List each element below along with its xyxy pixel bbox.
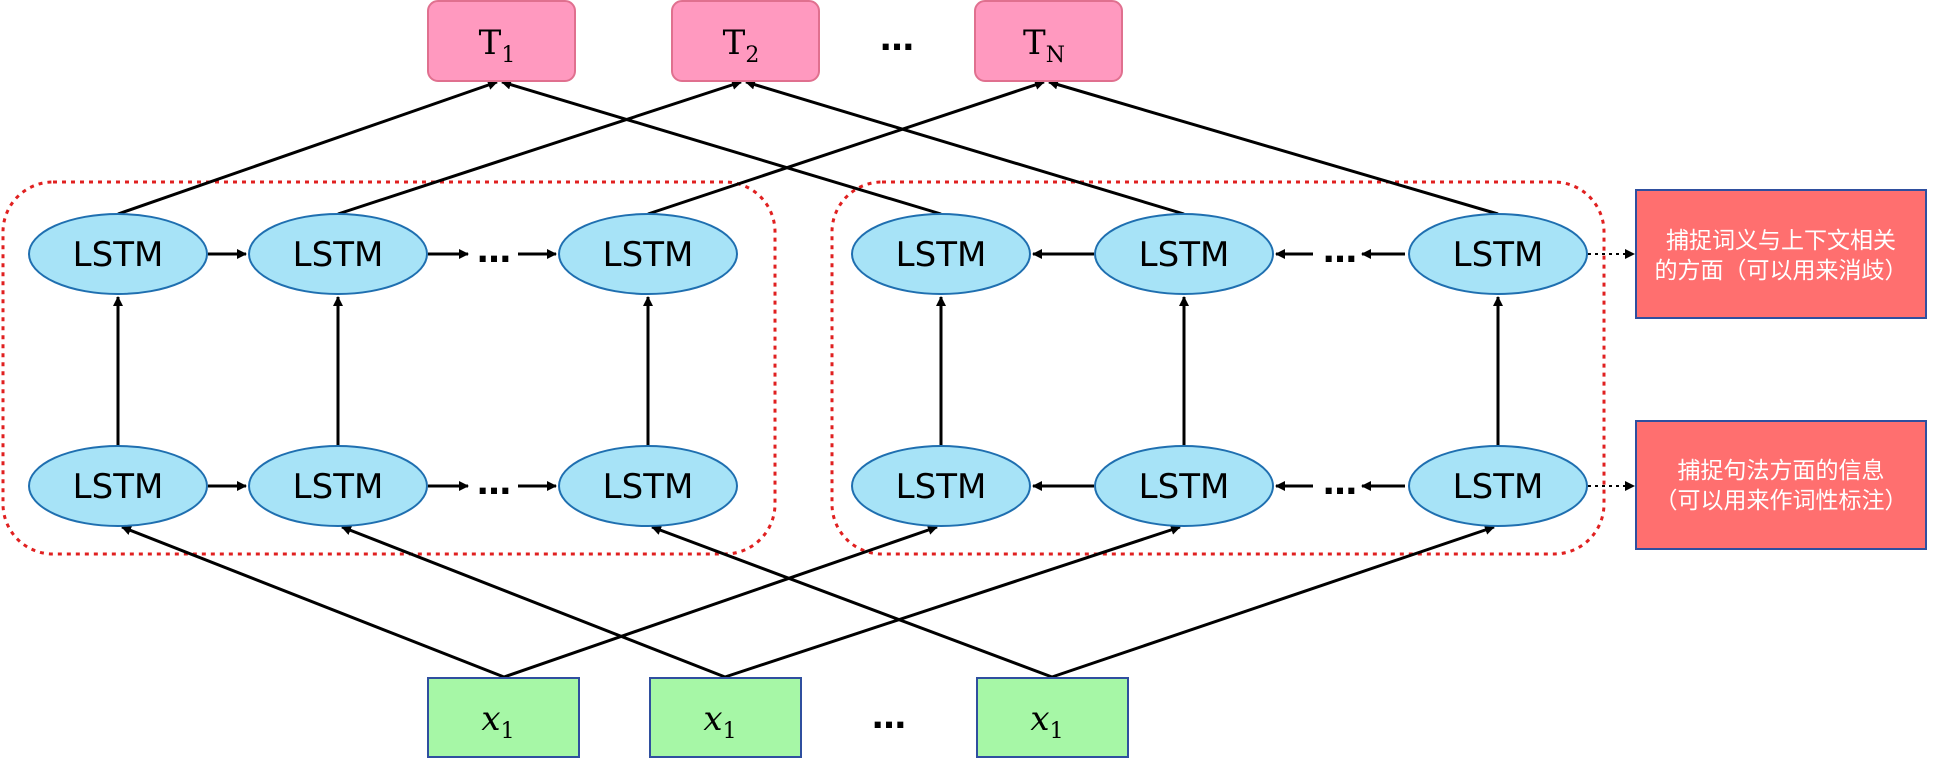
lstm-fwd-top-2: LSTM <box>248 213 428 295</box>
output-tn-base: T <box>1023 23 1046 63</box>
lstm-label: LSTM <box>1139 467 1230 507</box>
input-ellipsis: … <box>872 697 906 737</box>
svg-text:x1: x1 <box>703 699 736 744</box>
link-x3-bwd3 <box>1051 525 1495 679</box>
svg-text:T2: T2 <box>723 23 760 68</box>
link-x1-bwd1 <box>503 525 938 679</box>
note-syntactic: 捕捉句法方面的信息 （可以用来作词性标注） <box>1635 420 1927 550</box>
output-t1-sub: 1 <box>501 43 515 68</box>
lstm-bwd-bottom-2: LSTM <box>1094 445 1274 527</box>
lstm-label: LSTM <box>73 467 164 507</box>
link-bwd2-t2 <box>745 79 1185 216</box>
note-semantic-line-2: 的方面（可以用来消歧） <box>1655 258 1908 284</box>
output-t2-base: T <box>723 23 746 63</box>
lstm-label: LSTM <box>1453 467 1544 507</box>
note-semantic: 捕捉词义与上下文相关 的方面（可以用来消歧） <box>1635 189 1927 319</box>
output-t1: T1 <box>427 0 576 82</box>
svg-text:TN: TN <box>1023 23 1065 68</box>
fwd-top-ellipsis: … <box>477 231 511 271</box>
lstm-bwd-bottom-3: LSTM <box>1408 445 1588 527</box>
lstm-label: LSTM <box>73 235 164 275</box>
input-3-sub: 1 <box>1050 719 1064 744</box>
lstm-bwd-bottom-1: LSTM <box>851 445 1031 527</box>
svg-text:T1: T1 <box>479 23 516 68</box>
lstm-label: LSTM <box>293 467 384 507</box>
lstm-fwd-bottom-2: LSTM <box>248 445 428 527</box>
input-1-base: x <box>481 699 500 739</box>
link-fwd2-t2 <box>337 80 742 216</box>
lstm-bwd-top-1: LSTM <box>851 213 1031 295</box>
lstm-label: LSTM <box>1139 235 1230 275</box>
note-syntactic-line-2: （可以用来作词性标注） <box>1655 488 1908 514</box>
input-1: x1 <box>427 677 580 758</box>
fwd-bottom-ellipsis: … <box>477 463 511 503</box>
backward-lstm-group <box>830 180 1606 556</box>
lstm-label: LSTM <box>896 467 987 507</box>
lstm-bwd-top-3: LSTM <box>1408 213 1588 295</box>
svg-text:x1: x1 <box>481 699 514 744</box>
input-3-base: x <box>1030 699 1049 739</box>
svg-text:x1: x1 <box>1030 699 1063 744</box>
link-fwd1-t1 <box>117 80 498 216</box>
output-tn: TN <box>974 0 1123 82</box>
lstm-label: LSTM <box>293 235 384 275</box>
link-x2-bwd2 <box>724 525 1181 679</box>
connections <box>113 79 1635 679</box>
link-x1-fwd1 <box>121 525 505 679</box>
lstm-fwd-bottom-3: LSTM <box>558 445 738 527</box>
lstm-fwd-bottom-1: LSTM <box>28 445 208 527</box>
link-bwd3-tn <box>1048 79 1499 216</box>
lstm-label: LSTM <box>1453 235 1544 275</box>
note-syntactic-line-1: 捕捉句法方面的信息 <box>1678 458 1885 484</box>
output-tn-sub: N <box>1046 43 1065 68</box>
input-1-sub: 1 <box>501 719 515 744</box>
input-2-base: x <box>703 699 722 739</box>
input-2-sub: 1 <box>723 719 737 744</box>
lstm-fwd-top-3: LSTM <box>558 213 738 295</box>
link-x2-fwd2 <box>341 525 726 679</box>
lstm-bwd-top-2: LSTM <box>1094 213 1274 295</box>
input-2: x1 <box>649 677 802 758</box>
lstm-label: LSTM <box>603 235 694 275</box>
input-3: x1 <box>976 677 1129 758</box>
bwd-bottom-ellipsis: … <box>1323 463 1357 503</box>
lstm-fwd-top-1: LSTM <box>28 213 208 295</box>
link-x3-fwd3 <box>651 525 1053 679</box>
link-fwd3-tn <box>647 80 1045 216</box>
output-t2-sub: 2 <box>745 43 759 68</box>
output-t1-base: T <box>479 23 502 63</box>
bwd-top-ellipsis: … <box>1323 231 1357 271</box>
lstm-label: LSTM <box>603 467 694 507</box>
lstm-label: LSTM <box>896 235 987 275</box>
output-t2: T2 <box>671 0 820 82</box>
note-semantic-line-1: 捕捉词义与上下文相关 <box>1666 228 1896 254</box>
output-ellipsis: … <box>880 19 914 59</box>
forward-lstm-group <box>1 180 777 556</box>
link-bwd1-t1 <box>501 79 942 216</box>
